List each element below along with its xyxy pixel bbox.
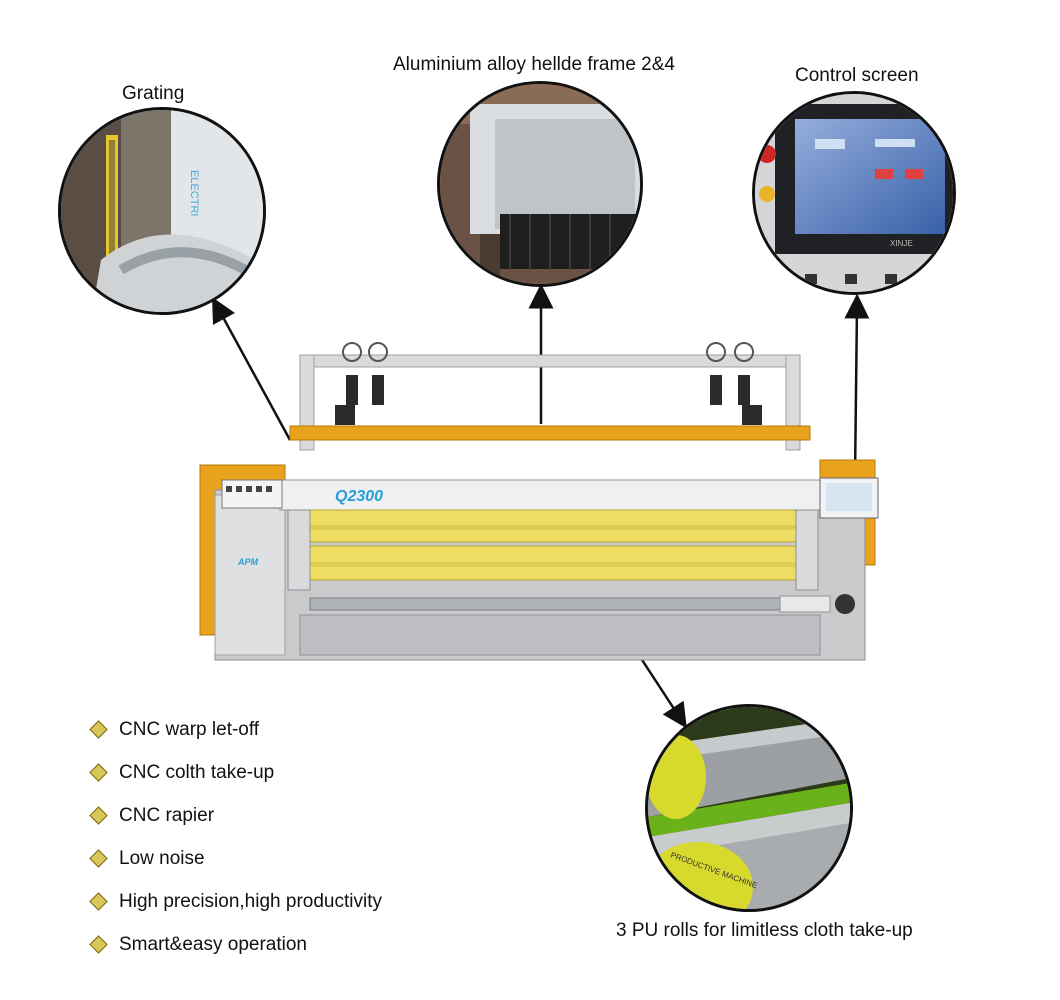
feature-text: CNC warp let-off [119,718,260,740]
screen-brand-text: XINJE [890,239,913,248]
diamond-bullet-icon [89,763,108,782]
control-screen-detail-image: XINJE [752,91,956,295]
diamond-bullet-icon [89,806,108,825]
feature-item: Smart&easy operation [88,923,382,966]
feature-item: CNC warp let-off [88,708,382,751]
arrow-grating [212,297,292,441]
label-heddle-frame: Aluminium alloy hellde frame 2&4 [393,54,675,75]
feature-list: CNC warp let-off CNC colth take-up CNC r… [88,708,382,966]
diamond-bullet-icon [89,720,108,739]
label-grating: Grating [122,83,185,104]
feature-text: Low noise [119,847,205,869]
heddle-frame-detail-image [437,81,643,287]
feature-item: CNC rapier [88,794,382,837]
diamond-bullet-icon [89,892,108,911]
left-control-panel [221,479,283,509]
pu-rolls-detail-image: PRODUCTIVE MACHINE [645,704,853,912]
grating-electric-text: ELECTRI [188,170,200,216]
feature-text: High precision,high productivity [119,890,382,912]
feature-text: CNC colth take-up [119,761,275,783]
brand-label: APM [237,557,259,567]
rapier-loom-machine: Q2300 APM [199,342,879,661]
arrow-control-screen [844,293,870,479]
orange-beam [289,425,811,441]
label-control-screen: Control screen [795,65,919,86]
feature-item: Low noise [88,837,382,880]
feature-text: Smart&easy operation [119,933,307,955]
model-label: Q2300 [335,488,383,505]
label-pu-rolls: 3 PU rolls for limitless cloth take-up [616,920,913,941]
handwheels [342,342,754,362]
diamond-bullet-icon [89,849,108,868]
feature-text: CNC rapier [119,804,215,826]
diamond-bullet-icon [89,935,108,954]
cloth-roll [309,597,781,611]
grating-detail-image: ELECTRI [58,107,266,315]
feature-item: High precision,high productivity [88,880,382,923]
feature-item: CNC colth take-up [88,751,382,794]
